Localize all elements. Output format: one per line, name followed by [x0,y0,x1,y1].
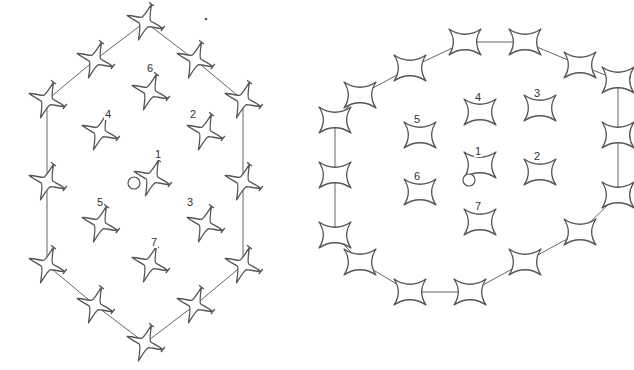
callout-number: 6 [146,62,154,74]
callout-number: 2 [533,150,541,162]
molecule [454,279,486,305]
molecule [602,122,634,148]
callout-number: 6 [413,170,421,182]
callout-number: 4 [474,91,482,103]
callout-number: 1 [474,145,482,157]
molecule [121,318,171,368]
dot [205,18,208,21]
molecule [319,162,351,188]
callout-number: 3 [533,87,541,99]
molecule [404,179,436,205]
molecule [404,122,436,148]
hexagon-line [335,42,618,292]
molecule [181,107,231,157]
molecule [449,29,481,55]
molecule [171,35,221,85]
molecule [219,75,269,125]
molecule [602,67,634,93]
molecule [23,157,73,207]
molecule [344,249,376,275]
callout-number: 3 [186,196,194,208]
molecule [128,153,178,203]
callout-number: 1 [154,148,162,160]
callout-number: 4 [104,108,112,120]
molecule [71,35,121,85]
hexagon-outline [47,22,618,343]
molecule [76,107,126,157]
molecule [509,249,541,275]
molecule [602,182,634,208]
molecule [564,219,596,245]
callout-number: 5 [413,113,421,125]
hexagon-line [47,22,243,343]
callout-number: 7 [150,236,158,248]
molecule [219,157,269,207]
molecule [319,107,351,133]
molecule [171,280,221,330]
molecule [126,67,176,117]
callout-number: 2 [189,108,197,120]
molecule [394,279,426,305]
molecule [344,82,376,108]
callout-number: 7 [474,200,482,212]
molecule [509,29,541,55]
molecule [394,55,426,81]
molecule [219,240,269,290]
origin-circle [128,177,140,189]
molecule [524,159,556,185]
molecule [464,209,496,235]
molecule [319,222,351,248]
origin-circle [463,174,475,186]
molecule [23,240,73,290]
molecule [564,52,596,78]
molecules [23,0,634,368]
molecule [23,75,73,125]
callout-number: 5 [96,196,104,208]
molecule [71,280,121,330]
molecule [121,0,171,47]
